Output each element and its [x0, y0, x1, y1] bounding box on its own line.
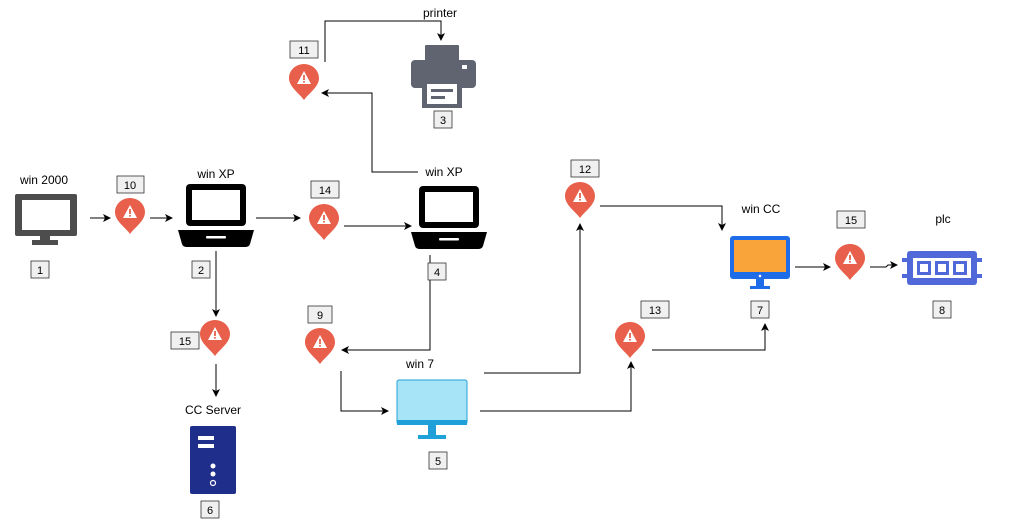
warning-15a-number-box [170, 331, 200, 350]
edge-5-13 [480, 361, 635, 412]
ccserver-number: 6 [207, 505, 213, 517]
warning-15b-number: 15 [845, 215, 857, 227]
edge-5-12 [484, 223, 584, 374]
warning-icon [835, 244, 865, 280]
warning-icon [289, 64, 319, 100]
winxp-a-label: win XP [196, 167, 234, 181]
wincc-number-box [750, 300, 770, 319]
monitor-icon [730, 236, 790, 289]
warning-11-number-box [289, 40, 319, 59]
node-plc[interactable]: plc 8 [902, 212, 982, 319]
warning-14[interactable]: 14 [309, 180, 340, 240]
win2000-number: 1 [37, 265, 43, 277]
node-win7[interactable]: win 7 5 [396, 357, 468, 470]
edge-12-7 [600, 205, 726, 231]
warning-13[interactable]: 13 [615, 300, 670, 358]
warning-15a-number: 15 [179, 336, 191, 348]
win2000-label: win 2000 [19, 173, 68, 187]
node-win2000[interactable]: win 2000 1 [15, 173, 77, 279]
plc-label: plc [935, 212, 950, 226]
warning-10-number-box [116, 175, 145, 194]
warning-12-number-box [570, 159, 600, 178]
wincc-number: 7 [757, 305, 763, 317]
warning-13-number: 13 [649, 305, 661, 317]
plc-number: 8 [939, 305, 945, 317]
plc-number-box [932, 300, 952, 319]
node-winxp-a[interactable]: win XP 2 [178, 167, 254, 279]
node-printer[interactable]: printer 3 [411, 6, 476, 129]
warning-10-number: 10 [124, 180, 136, 192]
printer-number-box [433, 110, 453, 129]
warning-15-server[interactable]: 15 [170, 320, 230, 356]
edge-4-9 [341, 255, 431, 354]
warning-12-number: 12 [579, 164, 591, 176]
warning-13-number-box [640, 300, 670, 319]
edge-9-5 [340, 371, 389, 415]
edge-4-11 [321, 89, 418, 173]
winxp-a-number-box [191, 260, 211, 279]
warning-icon [305, 328, 335, 364]
warning-9-number: 9 [317, 310, 323, 322]
edge-15-8 [870, 261, 898, 269]
monitor-icon [396, 379, 468, 439]
node-ccserver[interactable]: CC Server 6 [185, 403, 241, 519]
printer-number: 3 [440, 115, 446, 127]
warning-icon [309, 204, 339, 240]
monitor-icon [15, 194, 77, 245]
win2000-number-box [30, 260, 50, 279]
warning-15b-number-box [836, 210, 866, 229]
warning-icon [115, 198, 145, 234]
warning-10[interactable]: 10 [115, 175, 145, 234]
winxp-b-number: 4 [434, 267, 440, 279]
win7-number-box [428, 451, 448, 470]
node-winxp-b[interactable]: win XP 4 [411, 165, 487, 281]
win7-label: win 7 [405, 357, 434, 371]
win7-number: 5 [435, 456, 441, 468]
warning-9-number-box [307, 305, 333, 324]
warning-14-number-box [310, 180, 340, 199]
edge-13-7 [652, 323, 769, 351]
edge-11-3 [324, 20, 445, 62]
winxp-a-number: 2 [198, 265, 204, 277]
ccserver-label: CC Server [185, 403, 241, 417]
warning-11-number: 11 [298, 45, 309, 57]
warning-14-number: 14 [319, 185, 331, 197]
laptop-icon [411, 186, 487, 249]
warning-icon [615, 322, 645, 358]
connectors [90, 20, 898, 415]
warning-12[interactable]: 12 [565, 159, 600, 218]
wincc-label: win CC [741, 202, 781, 216]
warning-15-plc[interactable]: 15 [835, 210, 866, 280]
warning-icon [565, 182, 595, 218]
printer-label: printer [423, 6, 457, 20]
node-wincc[interactable]: win CC 7 [730, 202, 790, 319]
winxp-b-number-box [427, 262, 447, 281]
laptop-icon [178, 184, 254, 247]
warning-9[interactable]: 9 [305, 305, 335, 364]
warning-11[interactable]: 11 [289, 40, 319, 100]
winxp-b-label: win XP [424, 165, 462, 179]
warning-icon [200, 320, 230, 356]
printer-icon [411, 45, 476, 108]
ccserver-number-box [200, 500, 220, 519]
server-icon [190, 426, 236, 494]
plc-icon [902, 251, 982, 285]
